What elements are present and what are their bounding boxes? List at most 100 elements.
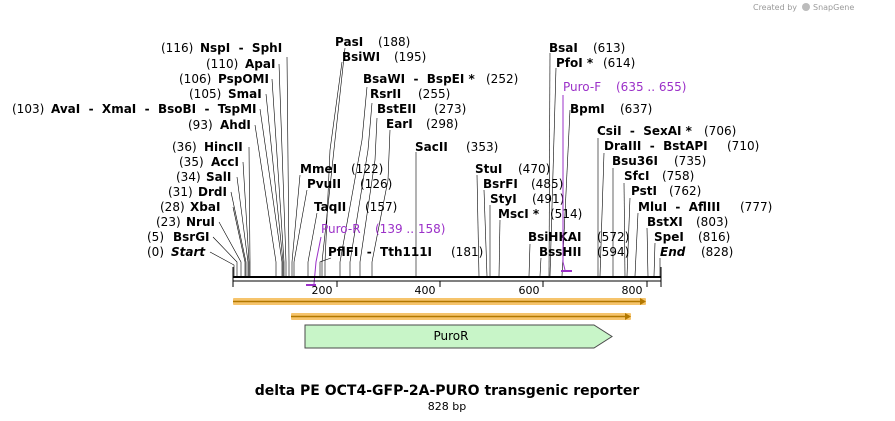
primer-label: Puro-R: [321, 222, 361, 236]
site-pos: (470): [518, 162, 550, 176]
site-pos: (762): [669, 184, 701, 198]
site-name: BsaWI - BspEI *: [363, 72, 475, 86]
tick-label: 400: [415, 284, 436, 297]
orf-2[interactable]: [291, 313, 631, 320]
site-name: BsaI: [549, 41, 578, 55]
site-name: BstEII: [377, 102, 416, 116]
site-name: BsiHKAI: [528, 230, 582, 244]
site-pos-start: (0): [147, 245, 164, 259]
site-name: BsrGI: [173, 230, 210, 244]
site-pos: (252): [486, 72, 518, 86]
site-pos: (758): [662, 169, 694, 183]
site-name: PspOMI: [218, 72, 269, 86]
site-name: AhdI: [220, 118, 251, 132]
site-name: PvuII: [307, 177, 341, 191]
site-pos: (637): [620, 102, 652, 116]
site-pos: (710): [727, 139, 759, 153]
orf-1[interactable]: [233, 298, 646, 305]
site-name: EarI: [386, 117, 413, 131]
tick-label: 200: [312, 284, 333, 297]
site-name: MmeI: [300, 162, 337, 176]
site-pos: (157): [365, 200, 397, 214]
site-pos: (572): [597, 230, 629, 244]
site-name: RsrII: [370, 87, 401, 101]
site-pos: (5): [147, 230, 164, 244]
site-pos: (816): [698, 230, 730, 244]
site-name: AvaI - XmaI - BsoBI - TspMI: [51, 102, 257, 116]
site-name: StyI: [490, 192, 517, 206]
site-name: SfcI: [624, 169, 649, 183]
site-name-end: End: [660, 245, 686, 259]
site-connector-lines: [209, 47, 661, 277]
site-pos: (106): [179, 72, 211, 86]
snapgene-logo-icon: [802, 3, 810, 11]
site-pos: (613): [593, 41, 625, 55]
site-pos: (116): [161, 41, 193, 55]
site-pos: (735): [674, 154, 706, 168]
sequence-backbone: [232, 267, 662, 287]
site-pos: (93): [188, 118, 213, 132]
site-pos: (255): [418, 87, 450, 101]
site-pos-end: (828): [701, 245, 733, 259]
site-name: PstI: [631, 184, 657, 198]
primer-connector: [562, 95, 566, 271]
sequence-length: 828 bp: [428, 400, 466, 413]
site-name: PflFI - Tth111I: [328, 245, 432, 259]
site-pos: (31): [168, 185, 193, 199]
site-pos: (181): [451, 245, 483, 259]
site-name: BsiWI: [342, 50, 380, 64]
site-name: BstXI: [647, 215, 683, 229]
site-pos: (195): [394, 50, 426, 64]
site-name-start: Start: [171, 245, 206, 259]
site-pos: (491): [532, 192, 564, 206]
site-pos: (594): [597, 245, 629, 259]
tick-label: 600: [519, 284, 540, 297]
orf-arrow-icon: [625, 313, 631, 320]
primer-range: (635 .. 655): [616, 80, 686, 94]
watermark-brand: SnapGene: [813, 3, 854, 12]
feature-arrow: [304, 324, 613, 349]
site-pos: (126): [360, 177, 392, 191]
site-name: MscI *: [498, 207, 540, 221]
watermark-text: Created by: [753, 3, 797, 12]
site-name: BssHII: [539, 245, 581, 259]
snapgene-watermark: Created by SnapGene: [753, 3, 854, 12]
site-pos: (36): [172, 140, 197, 154]
site-name: DraIII - BstAPI: [604, 139, 708, 153]
primer-label: Puro-F: [563, 80, 601, 94]
feature-puror[interactable]: PuroR: [304, 324, 613, 349]
site-name: TaqII: [314, 200, 346, 214]
primer-range: (139 .. 158): [375, 222, 445, 236]
site-name: NspI - SphI: [200, 41, 282, 55]
site-pos: (28): [160, 200, 185, 214]
site-pos: (35): [179, 155, 204, 169]
site-pos: (706): [704, 124, 736, 138]
restriction-site-labels: (0) Start (5) BsrGI (23) NruI (28) XbaI …: [12, 35, 772, 259]
site-pos: (23): [156, 215, 181, 229]
site-pos: (614): [603, 56, 635, 70]
site-pos: (485): [531, 177, 563, 191]
site-name: XbaI: [190, 200, 220, 214]
site-name: HincII: [204, 140, 243, 154]
feature-label: PuroR: [434, 329, 469, 343]
site-name: BpmI: [570, 102, 605, 116]
site-name: Bsu36I: [612, 154, 658, 168]
primer-puro-f[interactable]: Puro-F (635 .. 655): [561, 80, 686, 272]
site-pos: (122): [351, 162, 383, 176]
site-pos: (273): [434, 102, 466, 116]
site-name: MluI - AflIII: [638, 200, 720, 214]
site-name: BsrFI: [483, 177, 518, 191]
axis-tick-labels: 200 400 600 800: [312, 284, 643, 297]
site-name: SalI: [206, 170, 231, 184]
site-name: ApaI: [245, 57, 275, 71]
site-name: StuI: [475, 162, 502, 176]
site-pos: (34): [176, 170, 201, 184]
site-pos: (353): [466, 140, 498, 154]
site-pos: (188): [378, 35, 410, 49]
site-name: SmaI: [228, 87, 262, 101]
site-name: NruI: [186, 215, 215, 229]
orf-arrow-icon: [640, 298, 646, 305]
map-title: delta PE OCT4-GFP-2A-PURO transgenic rep…: [255, 383, 640, 399]
site-name: SpeI: [654, 230, 684, 244]
